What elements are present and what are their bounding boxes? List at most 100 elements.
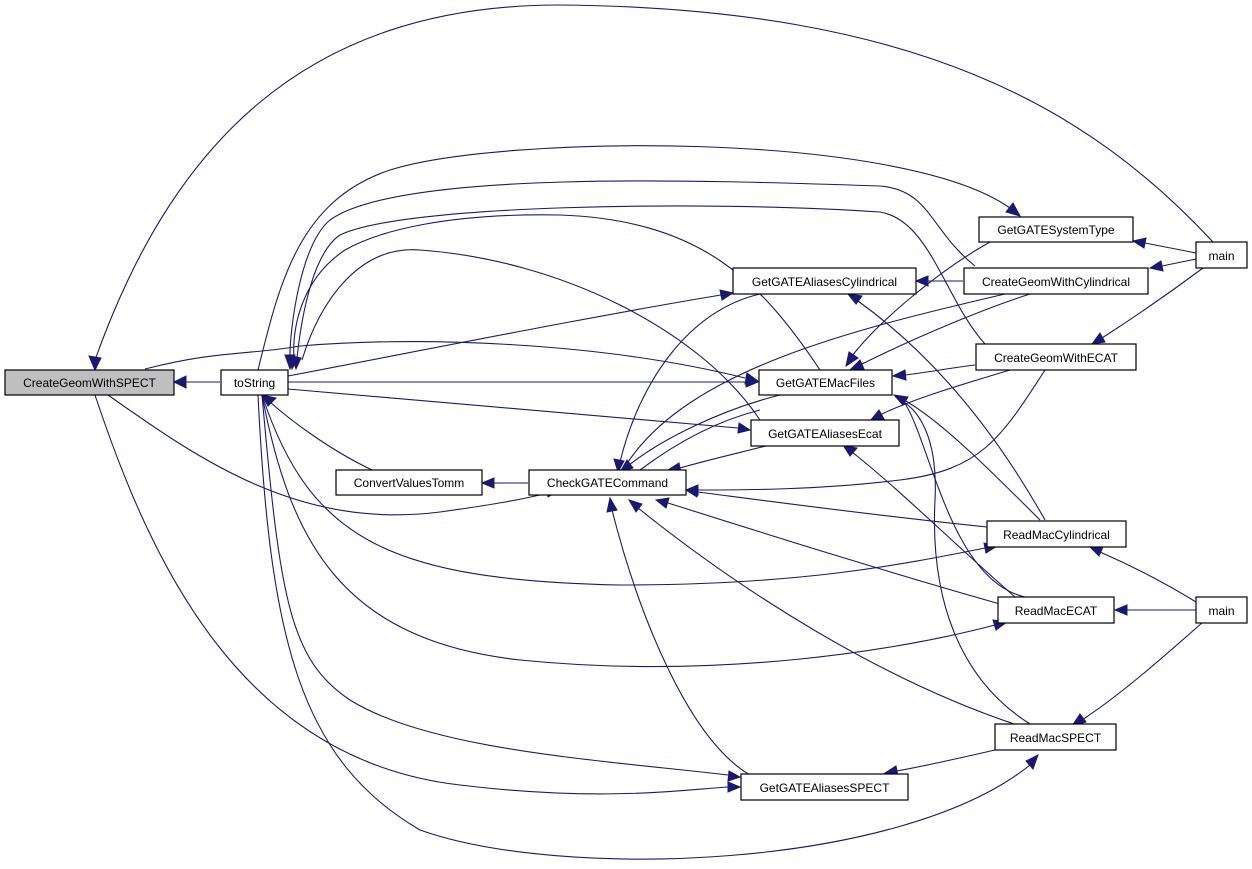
arrow-main-systemtype [1131, 237, 1147, 249]
arrow-spect-aliasesspect [727, 781, 742, 793]
node-main-top[interactable]: main [1195, 241, 1248, 269]
edge-readmacecat-to-check [667, 502, 1001, 605]
node-label-getgatesystemtype: GetGATESystemType [997, 223, 1114, 237]
node-getgatesystemtype[interactable]: GetGATESystemType [978, 216, 1134, 243]
edge-spect-to-aliasesspect [94, 394, 729, 795]
arrow-check-convert [480, 477, 495, 489]
arrow-readmacecat-check [654, 497, 670, 509]
node-label-readmaccylindrical: ReadMacCylindrical [1003, 528, 1110, 542]
node-tostring[interactable]: toString [220, 369, 289, 396]
node-getgatealiasescylindrical[interactable]: GetGATEAliasesCylindrical [732, 267, 917, 295]
edge-aliasesecat-to-check [679, 444, 771, 469]
edge-systemtype-to-macfiles [851, 241, 991, 357]
edge-main-to-systemtype [1144, 242, 1197, 254]
arrow-main-cylindrical [1148, 260, 1164, 272]
edge-macfiles-to-check [627, 394, 781, 467]
arrow-ecat-aliasesecat [868, 409, 885, 422]
arrow-readmaccyl-aliasescyl [846, 293, 863, 305]
node-getgatealiasesecat[interactable]: GetGATEAliasesEcat [750, 419, 900, 447]
arrow-aliasescyl-check [613, 458, 625, 474]
arrow-systemtype-macfiles [845, 351, 859, 368]
edge-cylindrical-to-tostring [289, 180, 976, 356]
edge-main-to-cylindrical [1161, 258, 1197, 267]
node-creategeomwithecat[interactable]: CreateGeomWithECAT [975, 343, 1137, 371]
arrow-tostring-systemtype [1005, 202, 1022, 217]
node-label-convertvaluestomm: ConvertValuesTomm [354, 476, 464, 490]
edge-tostring-to-aliasesecat [287, 388, 739, 429]
edge-readmaccyl-to-aliasescyl [857, 300, 1046, 521]
edge-tostring-to-readmacspect [257, 394, 1031, 860]
arrow-tostring-creategeomwithspect [172, 375, 187, 389]
edge-check-aliasesecat-link [639, 409, 761, 471]
edge-readmacspect-to-macfiles [899, 399, 1031, 725]
arrow-cylindrical-aliasescyl [914, 275, 929, 287]
node-main-bottom[interactable]: main [1195, 596, 1248, 624]
edge-readmacspect-to-check [637, 507, 1021, 727]
node-creategeomwithcylindrical[interactable]: CreateGeomWithCylindrical [963, 267, 1149, 295]
edge-spect-to-checkgatecommand [107, 394, 549, 516]
edge-readmacspect-to-aliasesspect [896, 749, 996, 772]
node-readmacspect[interactable]: ReadMacSPECT [994, 723, 1117, 751]
node-label-creategeomwithcylindrical: CreateGeomWithCylindrical [982, 275, 1130, 289]
arrow-readmaccyl-check [684, 486, 699, 498]
node-readmaccylindrical[interactable]: ReadMacCylindrical [986, 520, 1127, 548]
node-label-main-top: main [1208, 249, 1234, 263]
edge-tostring-to-systemtype [257, 145, 1011, 371]
edge-spect-to-getgatemacfiles [144, 341, 746, 379]
edge-ecat-to-check [697, 369, 1046, 491]
edge-main-to-readmacspect [1081, 621, 1204, 721]
edge-ecat-to-tostring [296, 205, 986, 359]
edge-main-to-ecat [1101, 267, 1204, 339]
node-getgatemacfiles[interactable]: GetGATEMacFiles [758, 369, 893, 396]
node-label-main-bottom: main [1208, 604, 1234, 618]
node-getgatealiasesspect[interactable]: GetGATEAliasesSPECT [740, 773, 909, 801]
edge-readmacecat-to-macfiles [903, 401, 1026, 598]
arrow-macfiles-tostring [288, 355, 299, 371]
arrow-tostring-getgatemacfiles [745, 376, 760, 388]
arrow-tostring-readmacspect [1025, 753, 1039, 770]
arrow-tostring-aliasesspect [727, 770, 742, 782]
arrow-main-ecat [1090, 332, 1106, 345]
nodes: CreateGeomWithSPECT toString ConvertValu… [4, 216, 1248, 801]
edge-tostring-to-readmacecat [261, 394, 996, 668]
edge-ecat-to-macfiles [904, 364, 976, 376]
edge-cylindrical-to-check [627, 293, 1006, 463]
node-label-getgatealiasesspect: GetGATEAliasesSPECT [760, 781, 890, 795]
arrow-readmacspect-check [627, 499, 643, 513]
edges [88, 4, 1214, 860]
node-checkgatecommand[interactable]: CheckGATECommand [528, 469, 687, 496]
node-readmacecat[interactable]: ReadMacECAT [997, 596, 1115, 624]
edge-readmacecat-to-aliasesecat [851, 451, 1016, 598]
node-label-readmacspect: ReadMacSPECT [1010, 731, 1102, 745]
node-label-getgatealiasesecat: GetGATEAliasesEcat [768, 427, 882, 441]
arrow-tostring-aliasesecat [737, 422, 752, 434]
arrow-creategeomwithspect-top [88, 355, 102, 372]
node-creategeomwithspect[interactable]: CreateGeomWithSPECT [4, 369, 175, 396]
node-label-creategeomwithecat: CreateGeomWithECAT [994, 351, 1118, 365]
edge-tostring-to-aliasescyl [287, 294, 722, 377]
node-convertvaluestomm[interactable]: ConvertValuesTomm [335, 469, 483, 496]
arrow-ecat-macfiles [891, 369, 907, 381]
arrow-aliasesspect-check [606, 496, 618, 513]
edge-aliasesspect-to-check [611, 509, 751, 776]
node-label-getgatemacfiles: GetGATEMacFiles [776, 376, 875, 390]
edge-aliasescyl-to-check [619, 293, 761, 463]
edge-tostring-to-readmaccyl [261, 394, 986, 586]
node-label-readmacecat: ReadMacECAT [1015, 604, 1098, 618]
node-label-getgatealiasescylindrical: GetGATEAliasesCylindrical [752, 275, 897, 289]
edge-cylindrical-to-macfiles [859, 293, 1031, 366]
node-label-tostring: toString [234, 376, 275, 390]
arrow-main-readmacecat [1113, 604, 1128, 616]
node-label-creategeomwithspect: CreateGeomWithSPECT [23, 376, 156, 390]
edge-ecat-to-aliasesecat [879, 369, 1011, 416]
edge-main-to-creategeomwithspect [94, 4, 1214, 361]
edge-tostring-to-aliasesspect [261, 394, 729, 776]
arrow-convert-tostring [261, 394, 278, 407]
edge-readmaccyl-to-check [697, 491, 988, 528]
edge-main-to-readmaccyl [1099, 551, 1197, 603]
arrow-tostring-aliasescyl [719, 289, 735, 301]
edge-readmaccyl-to-macfiles [903, 399, 1041, 521]
edge-aliasesecat-to-tostring-arc [301, 249, 761, 421]
edge-convert-to-tostring [269, 401, 373, 471]
